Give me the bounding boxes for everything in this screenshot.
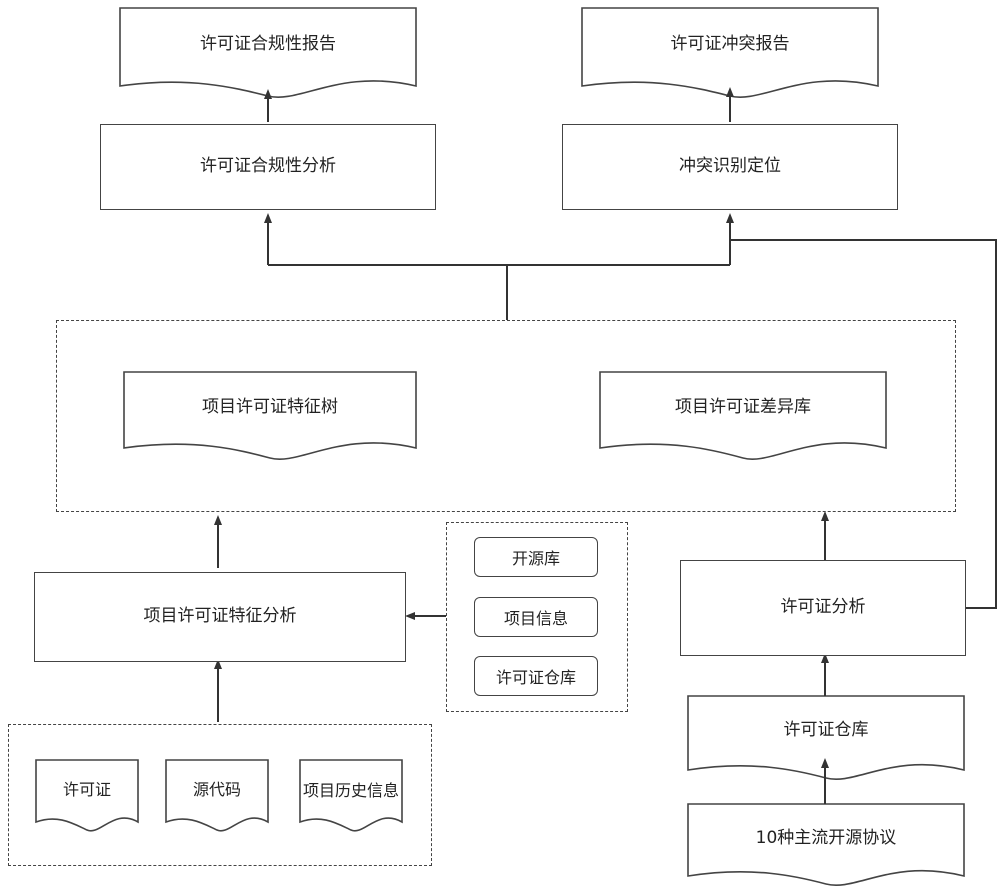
license-input: 许可证 bbox=[62, 780, 111, 799]
feature-tree-shape bbox=[123, 371, 417, 460]
source-code-input-shape bbox=[165, 759, 269, 832]
history-input-shape bbox=[299, 759, 403, 832]
inputs-container bbox=[8, 724, 432, 866]
license-repo: 许可证仓库 bbox=[783, 720, 869, 741]
license-store-box: 许可证仓库 bbox=[474, 656, 598, 696]
difference-lib-shape bbox=[599, 371, 887, 460]
feature-analysis-box: 项目许可证特征分析 bbox=[34, 572, 406, 662]
source-code-input: 源代码 bbox=[192, 780, 241, 799]
protocols: 10种主流开源协议 bbox=[755, 828, 897, 849]
protocols-shape bbox=[687, 803, 965, 886]
side-inputs-container bbox=[446, 522, 628, 712]
compliance-analysis-box: 许可证合规性分析 bbox=[100, 124, 436, 210]
license-analysis-box: 许可证分析 bbox=[680, 560, 966, 656]
feature-tree: 项目许可证特征树 bbox=[202, 397, 338, 418]
compliance-report: 许可证合规性报告 bbox=[200, 34, 336, 55]
top-junction-connector bbox=[268, 264, 730, 320]
license-repo-shape bbox=[687, 695, 965, 780]
history-input: 项目历史信息 bbox=[302, 781, 399, 800]
difference-lib: 项目许可证差异库 bbox=[675, 397, 811, 418]
conflict-report: 许可证冲突报告 bbox=[670, 34, 790, 55]
feature-container bbox=[56, 320, 956, 512]
project-info-box: 项目信息 bbox=[474, 597, 598, 637]
loop-connector bbox=[730, 239, 997, 609]
license-input-shape bbox=[35, 759, 139, 832]
open-source-lib-box: 开源库 bbox=[474, 537, 598, 577]
conflict-location-box: 冲突识别定位 bbox=[562, 124, 898, 210]
